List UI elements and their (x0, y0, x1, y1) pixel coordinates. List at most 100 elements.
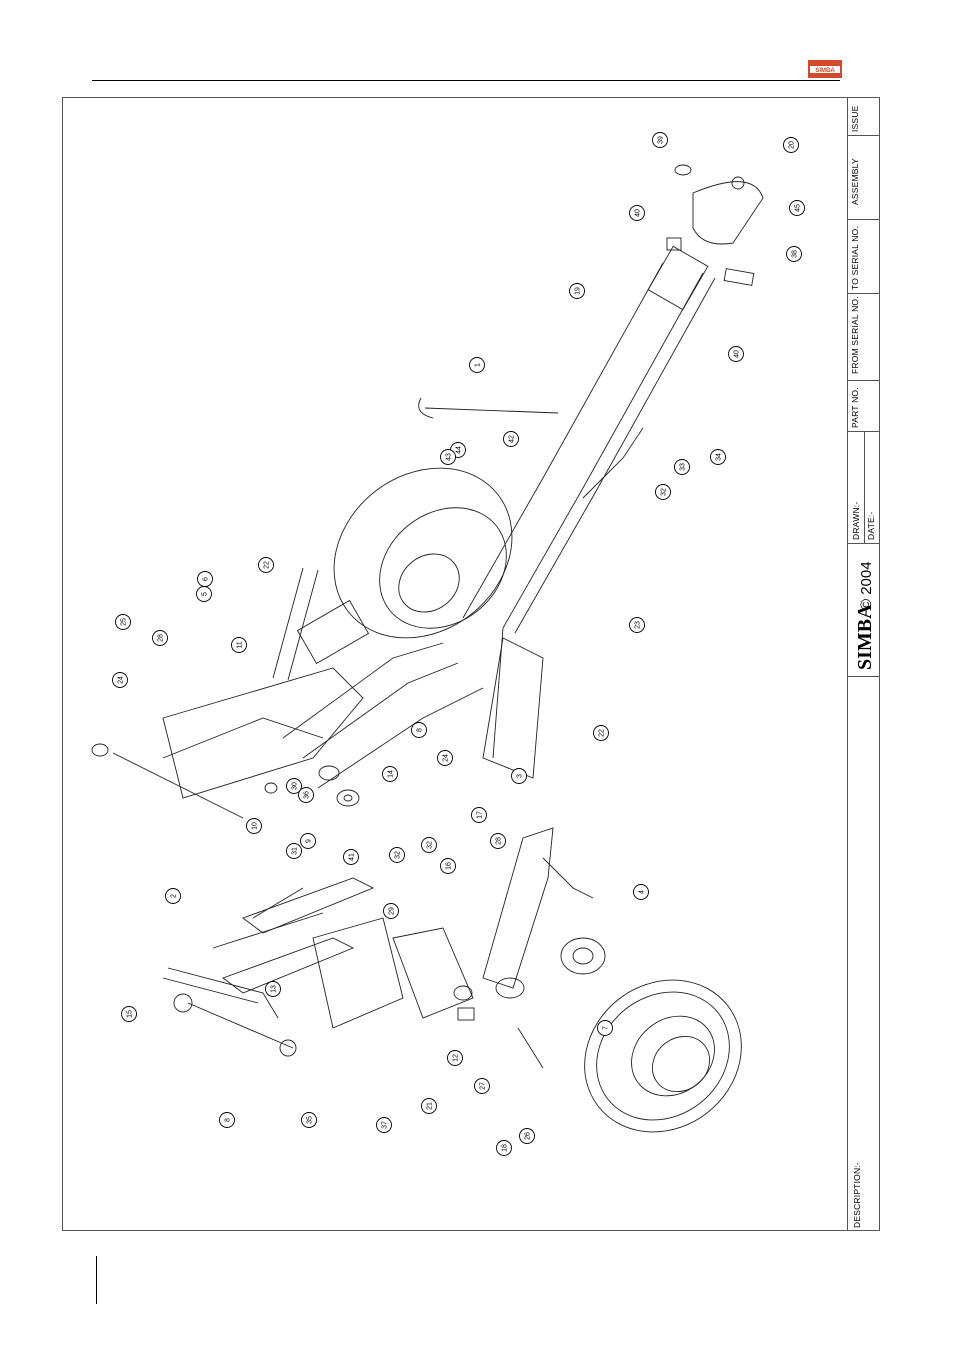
upper-arm-assembly (92, 568, 483, 818)
callout-4: 4 (634, 885, 649, 900)
callout-15: 15 (122, 1007, 137, 1022)
issue-label: ISSUE (850, 105, 860, 132)
callout-8: 8 (220, 1113, 235, 1128)
svg-text:29: 29 (389, 907, 396, 915)
callout-31: 31 (287, 844, 302, 859)
callout-38: 38 (787, 247, 802, 262)
description-label: DESCRIPTION:- (852, 1162, 862, 1228)
svg-text:21: 21 (427, 1102, 434, 1110)
svg-text:44: 44 (456, 446, 463, 454)
svg-text:45: 45 (795, 204, 802, 212)
svg-text:4: 4 (639, 890, 646, 894)
svg-text:38: 38 (792, 250, 799, 258)
to-serial-label: TO SERIAL NO. (850, 226, 860, 290)
callout-37: 37 (377, 1118, 392, 1133)
upper-wheel (300, 433, 546, 673)
callout-23: 23 (630, 618, 645, 633)
assembly-label: ASSEMBLY (850, 158, 860, 205)
pin (425, 408, 558, 413)
svg-text:39: 39 (658, 136, 665, 144)
svg-text:15: 15 (127, 1010, 134, 1018)
footer-rule (96, 1256, 97, 1304)
callout-45: 45 (790, 201, 805, 216)
svg-text:10: 10 (252, 822, 259, 830)
callout-18: 18 (497, 1141, 512, 1156)
svg-text:40: 40 (734, 350, 741, 358)
svg-text:8: 8 (417, 728, 424, 732)
svg-text:32: 32 (395, 851, 402, 859)
from-serial-label: FROM SERIAL NO. (850, 296, 860, 374)
callout-40: 40 (729, 347, 744, 362)
callout-32: 32 (390, 848, 405, 863)
callout-6: 6 (198, 572, 213, 587)
svg-text:35: 35 (307, 1116, 314, 1124)
callout-34: 34 (711, 450, 726, 465)
callout-22: 22 (594, 726, 609, 741)
svg-text:8: 8 (225, 1118, 232, 1122)
svg-text:2: 2 (171, 894, 178, 898)
svg-text:28: 28 (158, 634, 165, 642)
drawn-label: DRAWN:- (851, 502, 861, 540)
callout-24: 24 (113, 673, 128, 688)
lower-cylinder (213, 878, 373, 993)
svg-text:11: 11 (237, 641, 244, 648)
svg-text:28: 28 (496, 837, 503, 845)
callout-12: 12 (448, 1051, 463, 1066)
svg-text:37: 37 (382, 1121, 389, 1129)
callout-1: 1 (470, 358, 485, 373)
svg-text:25: 25 (121, 618, 128, 626)
callout-32: 32 (656, 485, 671, 500)
svg-text:32: 32 (661, 488, 668, 496)
callout-35: 35 (302, 1113, 317, 1128)
callout-28: 28 (153, 631, 168, 646)
callout-10: 10 (247, 819, 262, 834)
callout-22: 22 (259, 558, 274, 573)
svg-text:27: 27 (480, 1082, 487, 1090)
callout-2: 2 (166, 889, 181, 904)
svg-text:24: 24 (118, 676, 125, 684)
svg-text:34: 34 (716, 453, 723, 461)
svg-text:17: 17 (477, 811, 484, 819)
svg-text:6: 6 (203, 577, 210, 581)
callout-19: 19 (570, 284, 585, 299)
svg-text:1: 1 (475, 363, 482, 367)
svg-text:3: 3 (517, 774, 524, 778)
callout-26: 26 (520, 1129, 535, 1144)
mounting-plates (313, 918, 474, 1028)
svg-text:14: 14 (388, 770, 395, 778)
svg-text:7: 7 (603, 1026, 610, 1030)
axle-arm (483, 828, 605, 1068)
callout-13: 13 (266, 982, 281, 997)
exploded-assembly-drawing: 3920404538194013233344443422265252811242… (63, 98, 847, 1230)
callout-7: 7 (598, 1021, 613, 1036)
callout-41: 41 (344, 850, 359, 865)
drawbar (463, 246, 715, 778)
svg-text:31: 31 (292, 847, 299, 855)
callout-29: 29 (384, 904, 399, 919)
svg-text:32: 32 (427, 841, 434, 849)
svg-text:23: 23 (635, 621, 642, 629)
callout-20: 20 (784, 138, 799, 153)
svg-text:41: 41 (349, 853, 356, 861)
callout-21: 21 (422, 1099, 437, 1114)
callout-33: 33 (675, 460, 690, 475)
callout-8: 8 (412, 723, 427, 738)
svg-text:20: 20 (789, 141, 796, 149)
callout-36: 36 (299, 788, 314, 803)
svg-text:40: 40 (635, 209, 642, 217)
callout-17: 17 (472, 808, 487, 823)
part-callouts: 3920404538194013233344443422265252811242… (113, 133, 805, 1156)
svg-text:30: 30 (292, 782, 299, 790)
callout-24: 24 (438, 751, 453, 766)
hitch-plate (667, 165, 763, 285)
svg-text:12: 12 (453, 1054, 460, 1062)
svg-text:5: 5 (202, 592, 209, 596)
simba-logo-icon: SIMBA (808, 60, 842, 78)
title-block-divider (847, 97, 848, 1231)
callout-43: 43 (441, 450, 456, 465)
svg-text:22: 22 (264, 561, 271, 569)
svg-text:22: 22 (599, 729, 606, 737)
callout-5: 5 (197, 587, 212, 602)
svg-text:43: 43 (446, 453, 453, 461)
callout-28: 28 (491, 834, 506, 849)
